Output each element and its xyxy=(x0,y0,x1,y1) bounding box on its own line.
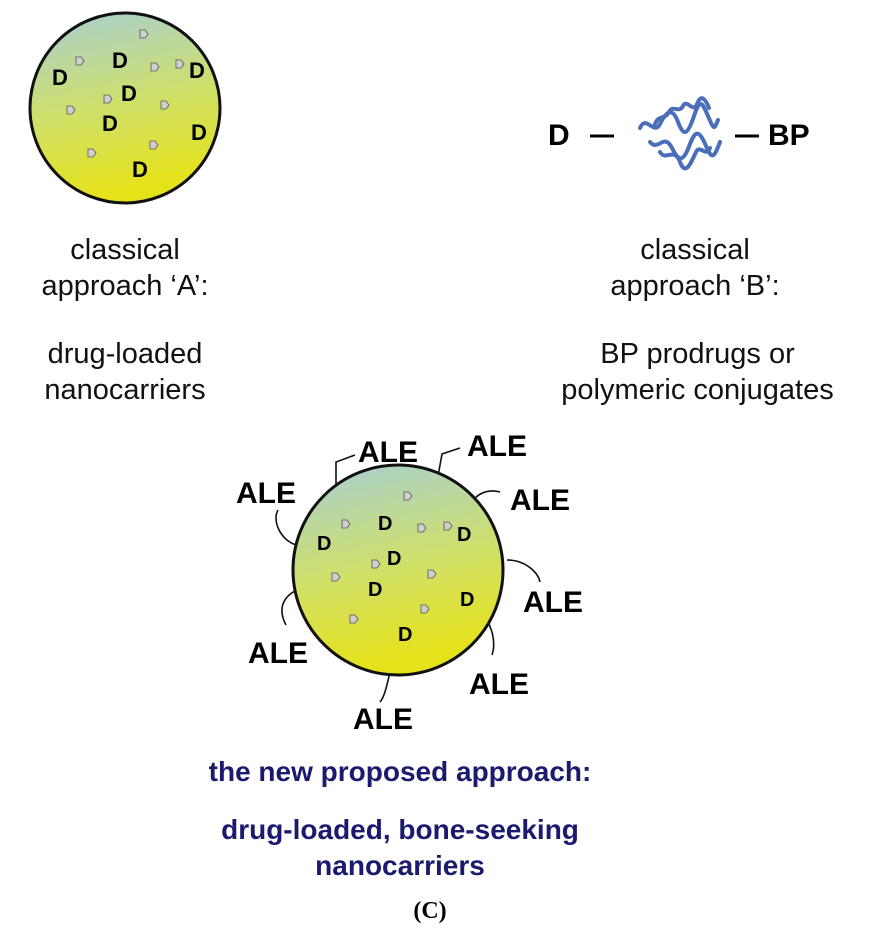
drug-a-6: D xyxy=(191,120,207,145)
svg-text:D: D xyxy=(378,513,392,535)
svg-text:D: D xyxy=(317,533,331,555)
drug-c-7: D xyxy=(398,624,412,646)
ale-label-4: ALE xyxy=(236,477,296,510)
svg-text:D: D xyxy=(368,579,382,601)
svg-text:D: D xyxy=(112,48,128,73)
svg-text:D: D xyxy=(457,524,471,546)
drug-a-7: D xyxy=(132,157,148,182)
polymer-coil xyxy=(638,96,722,171)
drug-c-1: D xyxy=(378,513,392,535)
approach-a-description: drug-loaded nanocarriers xyxy=(0,336,250,408)
approach-a-desc-line1: drug-loaded xyxy=(47,338,203,370)
approach-c-desc-line1: drug-loaded, bone-seeking xyxy=(221,814,579,845)
drug-a-2: D xyxy=(52,65,68,90)
ale-label-6: ALE xyxy=(248,637,308,670)
approach-b-desc-line1: BP prodrugs or xyxy=(600,338,795,370)
drug-c-6: D xyxy=(460,589,474,611)
drug-a-3: D xyxy=(189,58,205,83)
approach-b-desc-line2: polymeric conjugates xyxy=(561,374,834,406)
approach-a-desc-line2: nanocarriers xyxy=(44,374,206,406)
svg-text:D: D xyxy=(102,111,118,136)
svg-text:D: D xyxy=(132,157,148,182)
approach-b-description: BP prodrugs or polymeric conjugates xyxy=(520,336,875,408)
approach-a-title-line2: approach ‘A’: xyxy=(41,270,209,302)
drug-a-4: D xyxy=(121,81,137,106)
figure-label: (C) xyxy=(413,898,447,924)
svg-text:D: D xyxy=(398,624,412,646)
drug-c-4: D xyxy=(387,548,401,570)
drug-c-3: D xyxy=(457,524,471,546)
svg-text:D: D xyxy=(121,81,137,106)
svg-text:D: D xyxy=(460,589,474,611)
svg-text:BP: BP xyxy=(768,119,810,152)
ale-label-3: ALE xyxy=(510,484,570,517)
polymer-conjugate-b: D BP xyxy=(548,96,810,171)
drug-c-2: D xyxy=(317,533,331,555)
svg-text:D: D xyxy=(191,120,207,145)
svg-text:D: D xyxy=(387,548,401,570)
svg-text:D: D xyxy=(52,65,68,90)
nanocarrier-c: D D D D D D D xyxy=(291,463,505,677)
drug-c-5: D xyxy=(368,579,382,601)
ale-label-1: ALE xyxy=(358,436,418,469)
ale-label-7: ALE xyxy=(469,668,529,701)
nanocarrier-a: D D D D D D D xyxy=(28,11,222,205)
approach-b-title: classical approach ‘B’: xyxy=(545,232,845,304)
approach-b-title-line2: approach ‘B’: xyxy=(610,270,780,302)
approach-c-desc-line2: nanocarriers xyxy=(315,850,485,881)
drug-a-5: D xyxy=(102,111,118,136)
drug-a-1: D xyxy=(112,48,128,73)
approach-a-title: classical approach ‘A’: xyxy=(0,232,250,304)
ale-label-2: ALE xyxy=(467,430,527,463)
ale-label-5: ALE xyxy=(523,586,583,619)
approach-c-description: drug-loaded, bone-seeking nanocarriers xyxy=(140,812,660,884)
svg-text:D: D xyxy=(189,58,205,83)
approach-c-title: the new proposed approach: xyxy=(208,756,592,787)
approach-b-title-line1: classical xyxy=(640,234,750,266)
ale-labels: ALE ALE ALE ALE ALE ALE ALE ALE xyxy=(236,430,583,736)
ale-label-8: ALE xyxy=(353,703,413,736)
svg-text:D: D xyxy=(548,119,570,152)
approach-a-title-line1: classical xyxy=(70,234,180,266)
